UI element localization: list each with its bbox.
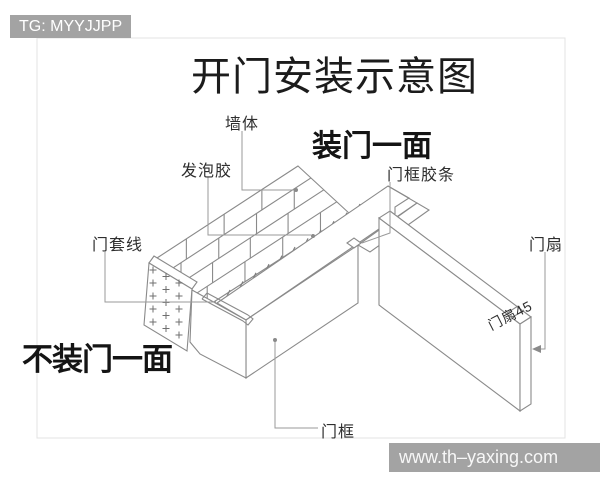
frame-end-notch [387,185,411,214]
leader-lines [104,131,546,429]
casing-leader [104,252,216,303]
brick-pattern [161,170,348,305]
frame-end-face [189,289,247,379]
website-watermark: www.th–yaxing.com [389,443,600,472]
door-leaf [378,210,532,413]
leaf-leader-arrow [532,345,541,353]
foam-leader [207,177,311,236]
door-casing [143,255,198,352]
door-leaf-callout: 门扇 [529,237,564,254]
no-door-side-label: 不装门一面 [22,342,173,377]
leaf-leader [534,252,546,350]
casing-callout: 门套线 [92,237,144,254]
photo-border [36,37,566,439]
leaf-end-face [519,315,532,413]
page-title: 开门安装示意图 [191,55,478,99]
frame-seal-strip [346,237,362,249]
telegram-watermark: TG: MYYJJPP [10,15,132,38]
door-side-label: 装门一面 [312,130,432,163]
wall-callout: 墙体 [225,116,260,133]
leaf-45-bevel [506,305,525,318]
frame-seal-callout: 门框胶条 [387,167,456,184]
frame-leader [274,340,318,429]
wall-leader [241,131,294,191]
wall-leader-dot [294,188,298,192]
frame-leader-dot [273,338,277,342]
door-frame-callout: 门框 [321,424,356,441]
casing-face [143,262,193,352]
foam-callout: 发泡胶 [181,163,233,180]
casing-clip-lip [201,292,254,326]
foam-leader-dot [311,234,315,238]
seal-leader [361,182,391,244]
